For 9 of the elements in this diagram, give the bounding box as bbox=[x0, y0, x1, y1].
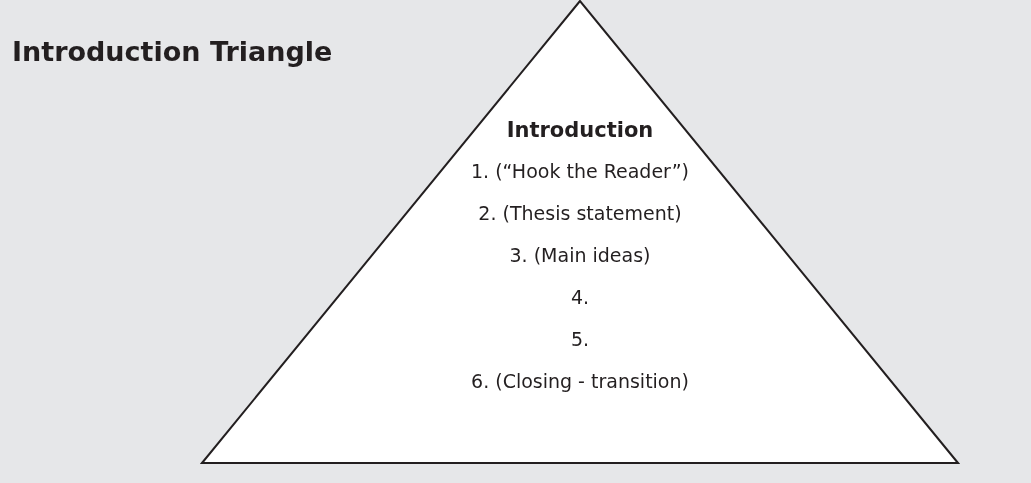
list-item: 2. (Thesis statement) bbox=[478, 202, 682, 224]
list-item: 3. (Main ideas) bbox=[509, 244, 651, 266]
list-item: 4. bbox=[570, 286, 590, 308]
list-item: 5. bbox=[570, 328, 590, 350]
list-item: 1. (“Hook the Reader”) bbox=[471, 160, 689, 182]
heading-text: Introduction bbox=[506, 118, 654, 142]
list-item: 6. (Closing - transition) bbox=[471, 370, 689, 392]
triangle-shape bbox=[200, 0, 960, 464]
title-heading: Introduction Triangle bbox=[12, 36, 333, 67]
